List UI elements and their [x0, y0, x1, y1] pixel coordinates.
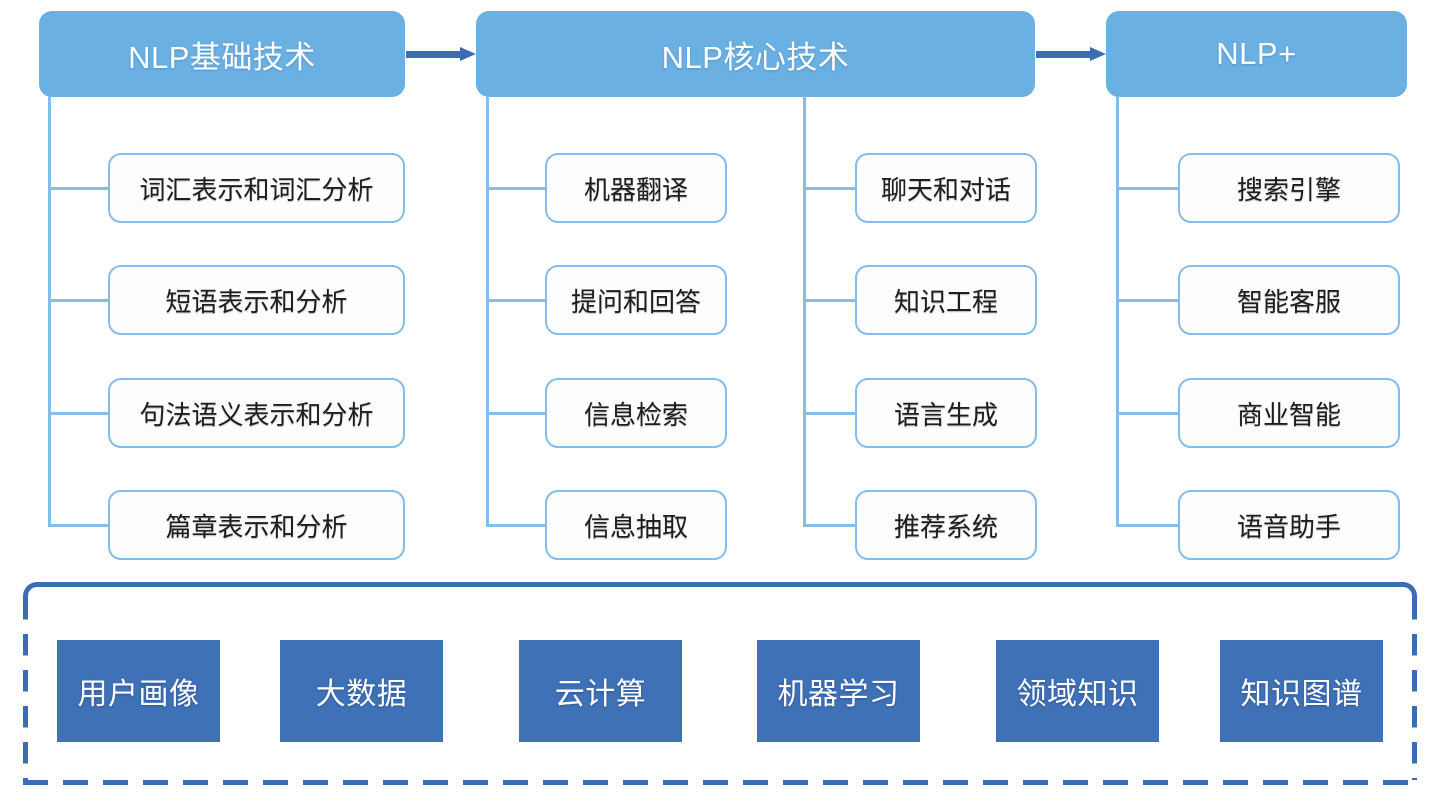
leaf-box-plus-3[interactable]: 商业智能: [1178, 378, 1400, 448]
foundation-edge-bottom-dashed: [23, 780, 1417, 785]
leaf-box-plus-1[interactable]: 搜索引擎: [1178, 153, 1400, 223]
foundation-tile-1[interactable]: 用户画像: [57, 640, 220, 742]
leaf-label: 商业智能: [1236, 399, 1341, 430]
foundation-tile-label: 知识图谱: [1240, 678, 1363, 711]
leaf-box-core-right-4[interactable]: 推荐系统: [855, 490, 1037, 560]
foundation-edge-left-dashed: [23, 598, 28, 780]
stub-core-left-2: [486, 299, 545, 302]
leaf-label: 机器翻译: [583, 174, 688, 205]
leaf-label: 推荐系统: [893, 511, 998, 542]
stub-plus-4: [1116, 524, 1178, 527]
foundation-tile-3[interactable]: 云计算: [519, 640, 682, 742]
foundation-tile-label: 大数据: [315, 678, 408, 711]
leaf-box-core-left-3[interactable]: 信息检索: [545, 378, 727, 448]
leaf-label: 语言生成: [893, 399, 998, 430]
foundation-tile-label: 机器学习: [777, 678, 900, 711]
leaf-box-plus-2[interactable]: 智能客服: [1178, 265, 1400, 335]
arrow-core-to-plus-icon: [1036, 47, 1106, 61]
foundation-corner-top-left: [23, 582, 39, 598]
foundation-tile-label: 领域知识: [1016, 678, 1139, 711]
leaf-box-core-left-2[interactable]: 提问和回答: [545, 265, 727, 335]
header-box-nlp-plus[interactable]: NLP+: [1106, 11, 1407, 97]
trunk-nlp-basic: [48, 96, 51, 526]
leaf-label: 句法语义表示和分析: [139, 399, 374, 430]
stub-core-left-1: [486, 187, 545, 190]
stub-plus-2: [1116, 299, 1178, 302]
leaf-box-plus-4[interactable]: 语音助手: [1178, 490, 1400, 560]
stub-basic-3: [48, 412, 108, 415]
leaf-label: 智能客服: [1236, 286, 1341, 317]
foundation-tile-6[interactable]: 知识图谱: [1220, 640, 1383, 742]
leaf-box-core-right-3[interactable]: 语言生成: [855, 378, 1037, 448]
leaf-box-core-left-4[interactable]: 信息抽取: [545, 490, 727, 560]
leaf-label: 搜索引擎: [1236, 174, 1341, 205]
leaf-box-basic-1[interactable]: 词汇表示和词汇分析: [108, 153, 405, 223]
foundation-tile-5[interactable]: 领域知识: [996, 640, 1159, 742]
foundation-corner-top-right: [1401, 582, 1417, 598]
leaf-label: 聊天和对话: [880, 174, 1011, 205]
stub-core-left-3: [486, 412, 545, 415]
trunk-nlp-core-right: [803, 96, 806, 526]
trunk-nlp-plus: [1116, 96, 1119, 526]
leaf-label: 短语表示和分析: [165, 286, 348, 317]
header-label-nlp-plus: NLP+: [1216, 36, 1297, 71]
foundation-container: [23, 582, 1417, 785]
foundation-tile-2[interactable]: 大数据: [280, 640, 443, 742]
leaf-label: 知识工程: [893, 286, 998, 317]
foundation-tile-4[interactable]: 机器学习: [757, 640, 920, 742]
header-label-nlp-basic: NLP基础技术: [128, 39, 316, 75]
leaf-label: 词汇表示和词汇分析: [139, 174, 374, 205]
stub-basic-2: [48, 299, 108, 302]
stub-core-right-1: [803, 187, 855, 190]
foundation-tile-label: 云计算: [554, 678, 647, 711]
leaf-label: 信息检索: [583, 399, 688, 430]
stub-core-left-4: [486, 524, 545, 527]
leaf-box-core-left-1[interactable]: 机器翻译: [545, 153, 727, 223]
leaf-label: 篇章表示和分析: [165, 511, 348, 542]
leaf-box-core-right-2[interactable]: 知识工程: [855, 265, 1037, 335]
foundation-edge-right-dashed: [1412, 598, 1417, 780]
stub-core-right-2: [803, 299, 855, 302]
arrow-basic-to-core-icon: [406, 47, 476, 61]
stub-plus-3: [1116, 412, 1178, 415]
foundation-tile-label: 用户画像: [77, 678, 200, 711]
leaf-label: 语音助手: [1236, 511, 1341, 542]
leaf-box-basic-2[interactable]: 短语表示和分析: [108, 265, 405, 335]
header-box-nlp-core[interactable]: NLP核心技术: [476, 11, 1035, 97]
leaf-label: 信息抽取: [583, 511, 688, 542]
stub-basic-4: [48, 524, 108, 527]
header-label-nlp-core: NLP核心技术: [661, 39, 850, 75]
leaf-box-core-right-1[interactable]: 聊天和对话: [855, 153, 1037, 223]
leaf-box-basic-4[interactable]: 篇章表示和分析: [108, 490, 405, 560]
trunk-nlp-core-left: [486, 96, 489, 526]
stub-core-right-3: [803, 412, 855, 415]
leaf-box-basic-3[interactable]: 句法语义表示和分析: [108, 378, 405, 448]
leaf-label: 提问和回答: [570, 286, 701, 317]
stub-plus-1: [1116, 187, 1178, 190]
stub-core-right-4: [803, 524, 855, 527]
foundation-edge-top: [39, 582, 1401, 587]
stub-basic-1: [48, 187, 108, 190]
header-box-nlp-basic[interactable]: NLP基础技术: [39, 11, 405, 97]
